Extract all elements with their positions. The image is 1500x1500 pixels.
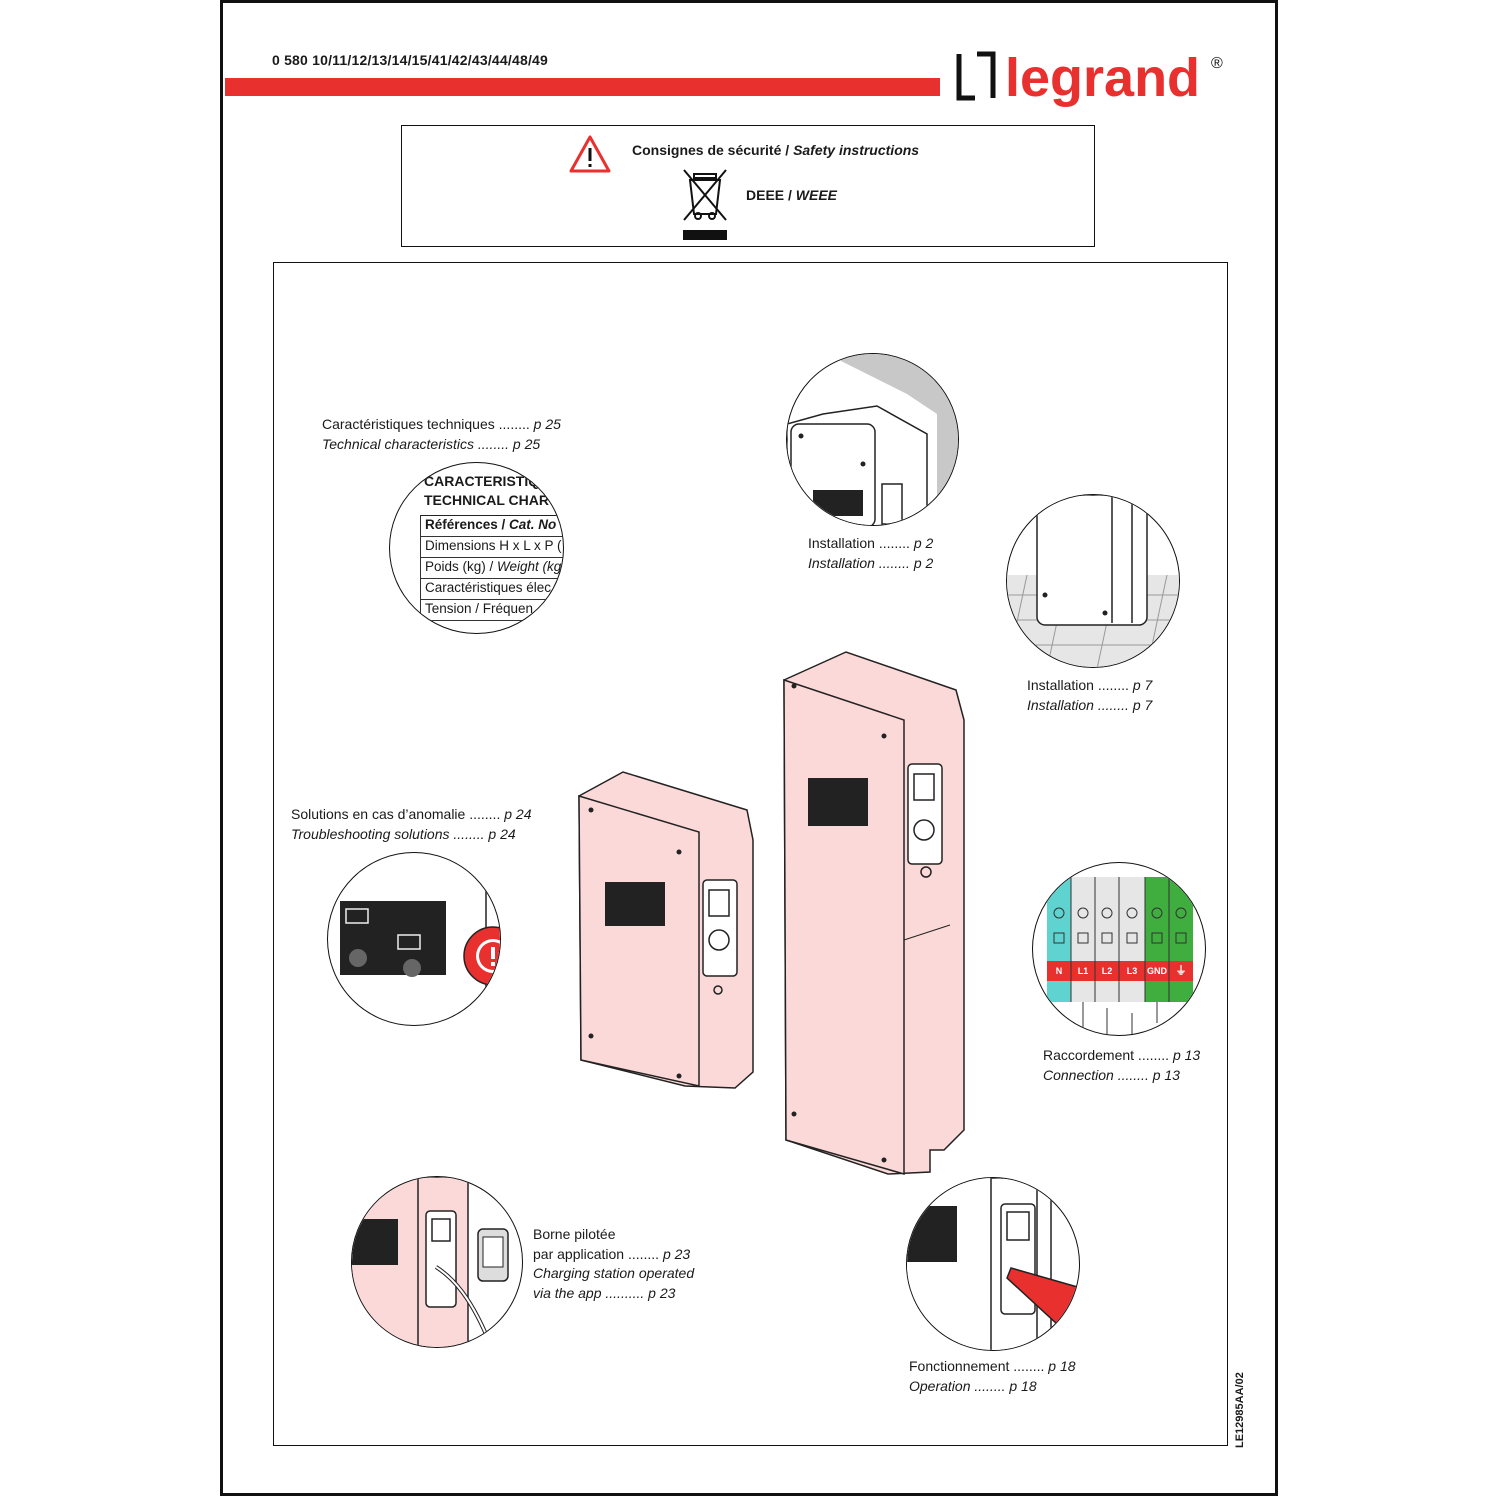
technical-characteristics-caption: Caractéristiques techniques ........ p 2… <box>322 416 561 452</box>
error-alert-icon <box>463 926 500 986</box>
safety-instructions-label: Consignes de sécurité / Safety instructi… <box>632 142 920 158</box>
terminal-n: N <box>1055 966 1063 976</box>
app-control-caption: Borne pilotée par application ........ p… <box>533 1226 695 1301</box>
tech-table-row: Caractéristiques élec <box>421 579 563 600</box>
tech-table-title-en: TECHNICAL CHAR <box>424 492 549 508</box>
troubleshooting-caption: Solutions en cas d’anomalie ........ p 2… <box>291 806 532 842</box>
floor-installation-detail <box>1006 494 1180 668</box>
warning-triangle-icon <box>569 135 611 173</box>
header-red-bar <box>225 78 940 96</box>
wall-charging-station <box>575 770 757 1097</box>
terminal-l3: L3 <box>1126 966 1138 976</box>
installation-floor-caption: Installation ........ p 7 Installation .… <box>1027 677 1153 713</box>
overview-box <box>273 262 1228 1446</box>
terminal-l2: L2 <box>1101 966 1113 976</box>
connection-caption: Raccordement ........ p 13 Connection ..… <box>1043 1047 1201 1083</box>
pedestal-charging-station <box>780 650 970 1185</box>
terminal-gnd: GND <box>1147 966 1167 976</box>
app-control-detail <box>351 1176 523 1348</box>
operation-detail <box>906 1177 1080 1351</box>
tech-table-row: Dimensions H x L x P ( <box>421 537 563 558</box>
tech-table-row: Poids (kg) / Weight (kg <box>421 558 563 579</box>
troubleshooting-detail <box>327 852 501 1026</box>
wall-installation-detail <box>786 353 959 526</box>
terminal-earth: ⏚ <box>1175 965 1187 977</box>
document-reference: LE12985AA/02 <box>1234 1372 1246 1448</box>
weee-label: DEEE / WEEE <box>746 187 838 203</box>
tech-table-title-fr: CARACTERISTIQ <box>424 473 540 489</box>
connection-terminals-detail: N L1 L2 L3 GND ⏚ <box>1032 862 1206 1036</box>
page-frame <box>220 0 1278 1496</box>
catalog-references: 0 580 10/11/12/13/14/15/41/42/43/44/48/4… <box>272 52 549 68</box>
logo-wordmark: legrand <box>1005 48 1200 108</box>
operation-caption: Fonctionnement ........ p 18 Operation .… <box>909 1358 1076 1394</box>
technical-table-detail: CARACTERISTIQ TECHNICAL CHAR Références … <box>389 462 564 634</box>
weee-bin-icon <box>683 169 727 240</box>
registered-mark: ® <box>1211 55 1223 72</box>
safety-box: Consignes de sécurité / Safety instructi… <box>401 125 1095 247</box>
terminal-labels: N L1 L2 L3 GND ⏚ <box>1047 961 1193 981</box>
terminal-l1: L1 <box>1077 966 1089 976</box>
tech-table-row: Références / Cat. No <box>421 516 563 537</box>
installation-wall-caption: Installation ........ p 2 Installation .… <box>808 535 934 571</box>
legrand-logo: legrand ® <box>955 48 1225 116</box>
tech-table-row: Tension / Fréquen <box>421 600 563 621</box>
